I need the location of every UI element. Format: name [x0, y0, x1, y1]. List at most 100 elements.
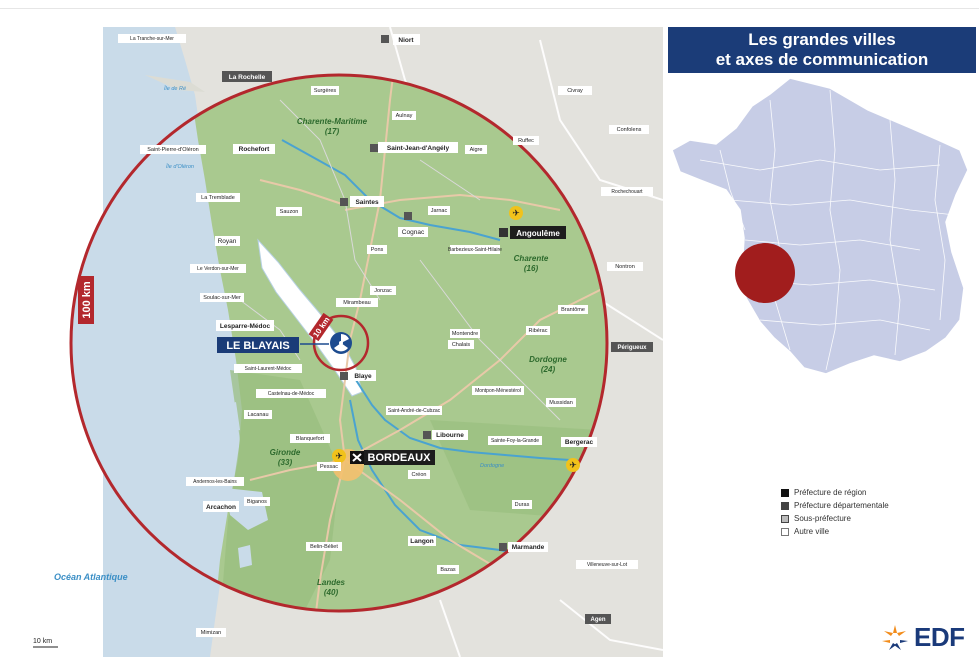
svg-text:Charente-Maritime: Charente-Maritime — [297, 117, 368, 126]
city-marmande: Marmande — [499, 542, 548, 552]
prefecture-dept-icon — [781, 501, 789, 510]
title-line-1: Les grandes villes — [748, 30, 896, 49]
svg-text:Bazas: Bazas — [440, 567, 456, 573]
svg-text:Libourne: Libourne — [436, 432, 464, 439]
title-line-2: et axes de communication — [715, 50, 929, 69]
svg-text:(33): (33) — [278, 458, 293, 467]
svg-text:Royan: Royan — [218, 238, 237, 245]
radius-100km-label: 100 km — [78, 276, 94, 324]
edf-sun-icon — [882, 624, 908, 650]
svg-text:Aigre: Aigre — [470, 147, 483, 153]
legend-item-prefecture-region: Préfecture de région — [781, 486, 889, 499]
svg-text:Saintes: Saintes — [355, 199, 379, 206]
svg-text:Blaye: Blaye — [354, 373, 372, 380]
city-bergerac: Bergerac — [561, 437, 597, 447]
svg-text:Confolens: Confolens — [617, 127, 642, 133]
sous-prefecture-icon — [781, 514, 789, 523]
svg-text:Andernos-les-Bains: Andernos-les-Bains — [193, 479, 237, 485]
edf-wordmark: EDF — [914, 622, 965, 652]
svg-text:Mimizan: Mimizan — [201, 630, 221, 636]
svg-text:Charente: Charente — [514, 254, 549, 263]
city-saint-jean: Saint-Jean-d'Angély — [370, 142, 458, 153]
city-labels: La Rochelle Niort Rochefort Saint-Jean-d… — [118, 34, 653, 637]
svg-text:Soulac-sur-Mer: Soulac-sur-Mer — [203, 295, 241, 301]
city-la-rochelle: La Rochelle — [222, 71, 272, 82]
autre-ville-icon — [781, 527, 789, 536]
svg-text:Dordogne: Dordogne — [529, 355, 567, 364]
svg-text:Saint-Laurent-Médoc: Saint-Laurent-Médoc — [245, 366, 292, 372]
svg-text:Créon: Créon — [412, 472, 427, 478]
city-royan: Royan — [215, 236, 240, 246]
svg-text:Bergerac: Bergerac — [565, 439, 594, 446]
scale-bar: 10 km — [33, 638, 58, 648]
city-langon: Langon — [408, 536, 436, 546]
svg-text:Niort: Niort — [398, 37, 414, 44]
svg-text:La Tremblade: La Tremblade — [201, 195, 235, 201]
svg-text:Surgères: Surgères — [314, 88, 337, 94]
svg-text:Saint-Jean-d'Angély: Saint-Jean-d'Angély — [387, 145, 450, 152]
svg-text:Dordogne: Dordogne — [480, 463, 504, 469]
svg-text:Duras: Duras — [515, 502, 530, 508]
svg-text:Sauzon: Sauzon — [280, 209, 299, 215]
svg-text:✈: ✈ — [512, 208, 520, 218]
svg-text:Villeneuve-sur-Lot: Villeneuve-sur-Lot — [587, 562, 628, 568]
city-angouleme[interactable]: Angoulême — [499, 226, 566, 239]
svg-text:Sainte-Foy-la-Grande: Sainte-Foy-la-Grande — [491, 438, 539, 444]
ocean-label: Océan Atlantique — [54, 572, 128, 582]
city-arcachon: Arcachon — [203, 501, 239, 512]
water-labels: Île de Ré Île d'Oléron Dordogne — [164, 85, 504, 469]
svg-text:Belin-Béliet: Belin-Béliet — [310, 544, 338, 550]
svg-text:✈: ✈ — [335, 451, 343, 461]
location-marker — [735, 243, 795, 303]
svg-text:Périgueux: Périgueux — [617, 345, 647, 351]
svg-text:Ribérac: Ribérac — [529, 328, 548, 334]
svg-text:LE BLAYAIS: LE BLAYAIS — [226, 340, 289, 352]
svg-text:Saint-Pierre-d'Oléron: Saint-Pierre-d'Oléron — [147, 147, 199, 153]
svg-text:Angoulême: Angoulême — [516, 229, 560, 238]
legend-item-sous-prefecture: Sous-préfecture — [781, 512, 889, 525]
city-cognac: Cognac — [398, 212, 428, 237]
svg-text:Île d'Oléron: Île d'Oléron — [166, 163, 194, 170]
airport-icon: ✈ ✈ ✈ — [332, 206, 580, 472]
panel-title: Les grandes villes et axes de communicat… — [668, 27, 976, 73]
svg-text:Lacanau: Lacanau — [247, 412, 268, 418]
svg-text:(16): (16) — [524, 264, 539, 273]
svg-text:Rochechouart: Rochechouart — [611, 189, 643, 195]
france-locator-map — [671, 77, 969, 375]
top-divider — [0, 8, 979, 9]
city-bordeaux[interactable]: BORDEAUX — [350, 450, 435, 465]
plant-label-badge[interactable]: LE BLAYAIS — [217, 337, 299, 353]
city-niort: Niort — [381, 34, 420, 45]
svg-text:Castelnau-de-Médoc: Castelnau-de-Médoc — [268, 391, 315, 397]
svg-text:Le Verdon-sur-Mer: Le Verdon-sur-Mer — [197, 266, 239, 272]
svg-text:Blanquefort: Blanquefort — [296, 436, 325, 442]
city-lesparre: Lesparre-Médoc — [216, 320, 274, 331]
svg-text:Montpon-Ménestérol: Montpon-Ménestérol — [475, 388, 521, 394]
city-saintes: Saintes — [340, 196, 384, 207]
svg-text:La Rochelle: La Rochelle — [229, 74, 266, 81]
svg-text:100 km: 100 km — [81, 281, 93, 319]
svg-text:Cognac: Cognac — [402, 229, 425, 236]
svg-text:Gironde: Gironde — [270, 448, 301, 457]
edf-logo: EDF — [880, 622, 965, 653]
svg-text:La Tranche-sur-Mer: La Tranche-sur-Mer — [130, 36, 174, 42]
svg-text:Rochefort: Rochefort — [239, 146, 271, 153]
svg-text:Langon: Langon — [410, 538, 433, 545]
svg-text:10 km: 10 km — [33, 638, 52, 645]
svg-text:Arcachon: Arcachon — [206, 504, 236, 511]
svg-text:Civray: Civray — [567, 88, 583, 94]
svg-text:Nontron: Nontron — [615, 264, 635, 270]
svg-text:Marmande: Marmande — [512, 544, 545, 551]
svg-text:Ruffec: Ruffec — [518, 138, 534, 144]
svg-text:Mirambeau: Mirambeau — [343, 300, 371, 306]
nuclear-plant-icon[interactable] — [330, 332, 352, 354]
svg-text:(40): (40) — [324, 588, 339, 597]
svg-text:Agen: Agen — [591, 617, 606, 623]
svg-text:Barbezieux-Saint-Hilaire: Barbezieux-Saint-Hilaire — [448, 247, 502, 253]
svg-text:Jarnac: Jarnac — [431, 208, 448, 214]
svg-text:Lesparre-Médoc: Lesparre-Médoc — [220, 323, 271, 330]
svg-text:Brantôme: Brantôme — [561, 307, 585, 313]
svg-text:Saint-André-de-Cubzac: Saint-André-de-Cubzac — [388, 408, 441, 414]
prefecture-region-icon — [781, 488, 789, 497]
